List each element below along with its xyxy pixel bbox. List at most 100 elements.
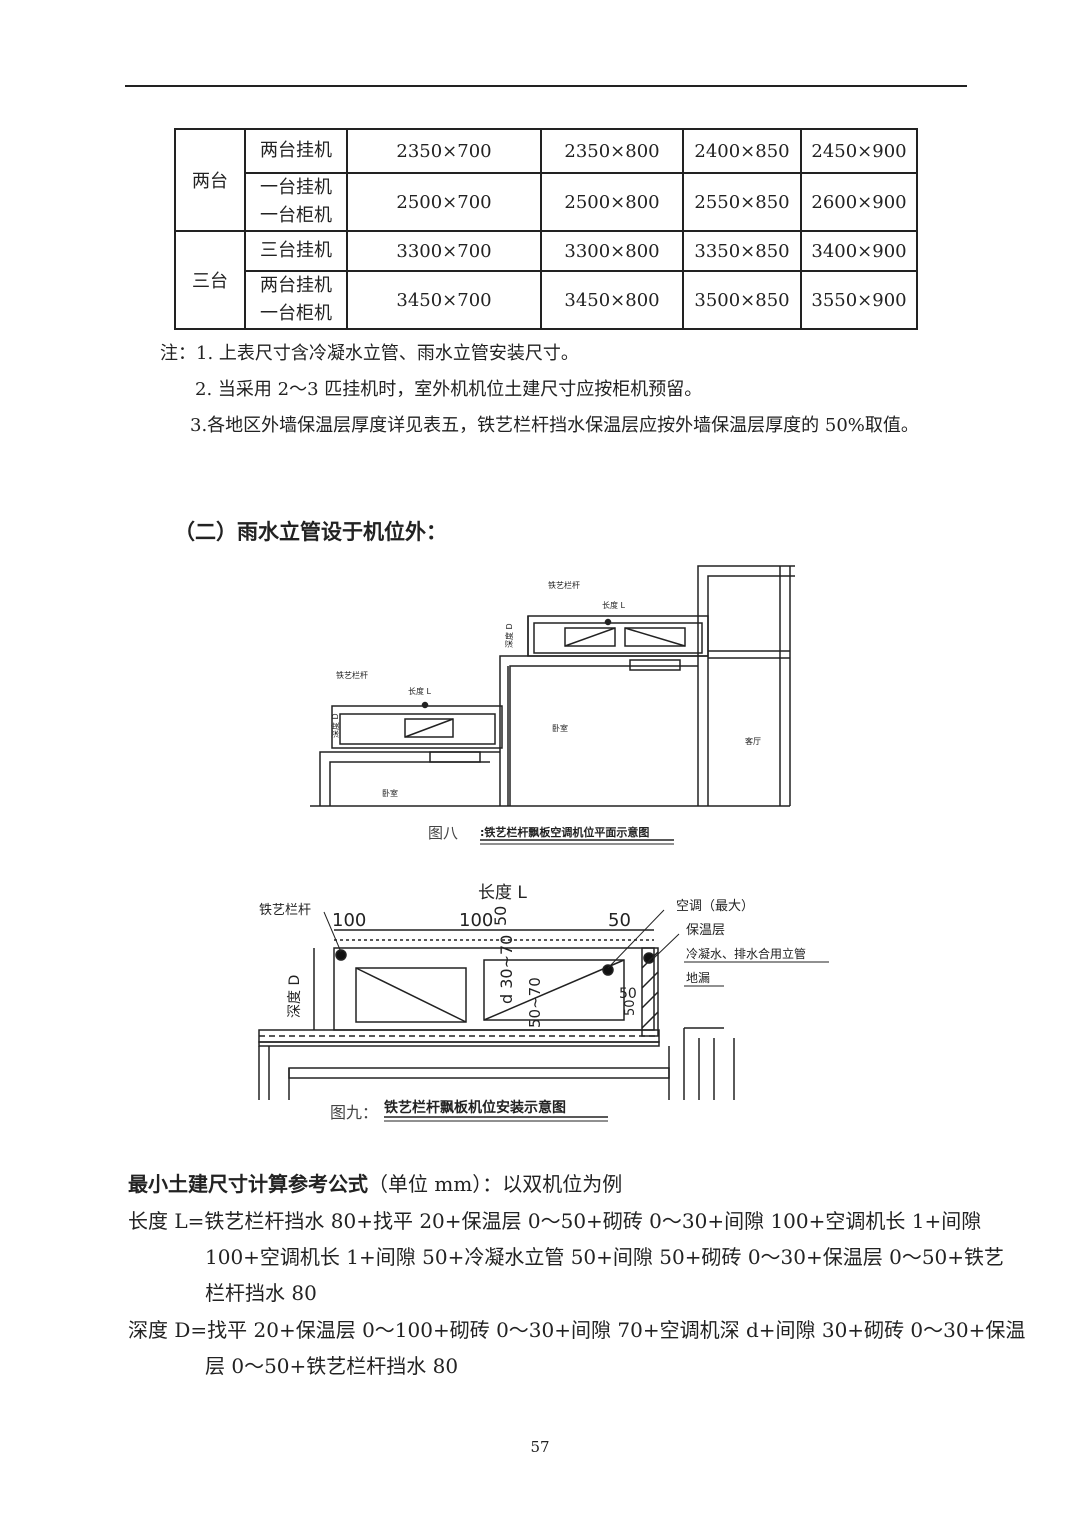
hatch <box>641 951 659 969</box>
size-cell: 2600×900 <box>800 172 918 232</box>
type-line: 一台柜机 <box>260 205 332 226</box>
dim-vertical: 50~70 <box>526 977 544 1028</box>
label-railing: 铁艺栏杆 <box>259 903 311 918</box>
type-line: 一台挂机 <box>260 177 332 198</box>
ac-unit-diagonal <box>404 718 454 738</box>
fig8-caption: :铁艺栏杆飘板空调机位平面示意图 <box>480 825 649 839</box>
label-living-room: 客厅 <box>745 736 761 746</box>
label-length-left: 长度 L <box>408 686 432 696</box>
leader-line <box>653 933 680 959</box>
dim-vertical: 50 <box>619 986 637 1002</box>
ac-unit-diagonal <box>564 627 616 647</box>
section-title: （二）雨水立管设于机位外： <box>174 519 447 544</box>
size-cell: 2400×850 <box>682 128 802 174</box>
label-pipe: 冷凝水、排水合用立管 <box>686 946 806 961</box>
formula-heading: 最小土建尺寸计算参考公式（单位 mm）：以双机位为例 <box>128 1168 622 1197</box>
fig9-caption: 铁艺栏杆飘板机位安装示意图 <box>384 1099 566 1116</box>
type-cell: 三台挂机 <box>244 230 348 272</box>
size-cell: 3350×850 <box>682 230 802 272</box>
ac-slab-outline <box>527 615 709 657</box>
header-rule <box>125 85 967 87</box>
label-depth: 深度 D <box>287 975 303 1018</box>
type-line: 两台挂机 <box>260 275 332 296</box>
note-2: 2. 当采用 2～3 匹挂机时，室外机机位土建尺寸应按柜机预留。 <box>195 379 703 400</box>
formula-line: 长度 L=铁艺栏杆挡水 80+找平 20+保温层 0～50+砌砖 0～30+间隙… <box>128 1209 982 1233</box>
dim-vertical: 50 <box>623 999 638 1016</box>
type-cell: 两台挂机 <box>244 128 348 174</box>
hatch <box>641 1011 659 1029</box>
formula-line: 深度 D=找平 20+保温层 0～100+砌砖 0～30+间隙 70+空调机深 … <box>128 1318 1026 1342</box>
size-cell: 2500×800 <box>540 172 684 232</box>
dim-50: 50 <box>491 906 510 926</box>
table-row: 两台 两台挂机 2350×700 2350×800 2400×850 2450×… <box>174 128 918 232</box>
wall-line <box>707 575 795 806</box>
page-number: 57 <box>530 1438 550 1456</box>
ac-unit <box>624 627 686 647</box>
label-length: 长度 L <box>478 883 527 903</box>
label-depth-top: 深度 D <box>504 623 514 648</box>
figure-9-section-diagram: 长度 L 铁艺栏杆 深度 D 100 100 50 50 d 30~70 50~… <box>258 883 829 1122</box>
size-cell: 3550×900 <box>800 270 918 330</box>
label-length-top: 长度 L <box>602 600 626 610</box>
formula-title: 最小土建尺寸计算参考公式 <box>128 1172 368 1196</box>
ac-unit-diagonal <box>624 627 686 647</box>
label-railing-top: 铁艺栏杆 <box>548 580 580 590</box>
size-cell: 2550×850 <box>682 172 802 232</box>
dim-50: 50 <box>608 910 631 931</box>
leader-line <box>607 909 665 969</box>
formula-line: 层 0～50+铁艺栏杆挡水 80 <box>205 1354 459 1378</box>
size-cell: 3400×900 <box>800 230 918 272</box>
label-ac-max: 空调（最大） <box>676 899 754 914</box>
dim-100: 100 <box>459 910 493 931</box>
wall-line <box>499 655 708 806</box>
formula-line: 100+空调机长 1+间隙 50+冷凝水立管 50+间隙 50+砌砖 0～30+… <box>205 1245 1005 1269</box>
note-3: 3.各地区外墙保温层厚度详见表五，铁艺栏杆挡水保温层应按外墙保温层厚度的 50%… <box>190 415 919 436</box>
hatch <box>641 971 659 989</box>
type-line: 三台挂机 <box>260 240 332 261</box>
fig8-caption-prefix: 图八 <box>428 824 458 842</box>
formula-line: 栏杆挡水 80 <box>205 1281 317 1305</box>
size-cell: 3300×800 <box>540 230 684 272</box>
table-row: 两台挂机一台柜机 3450×700 3450×800 3500×850 3550… <box>175 270 918 330</box>
formula-title-suffix: （单位 mm）：以双机位为例 <box>368 1172 623 1196</box>
lower-beam <box>288 1067 670 1079</box>
pipe-dot <box>421 701 429 709</box>
type-line: 一台柜机 <box>260 303 332 324</box>
size-cell: 2350×800 <box>540 128 684 174</box>
size-cell: 3300×700 <box>346 230 542 272</box>
table-row: 一台挂机一台柜机 2500×700 2500×800 2550×850 2600… <box>175 172 918 232</box>
size-cell: 3450×700 <box>346 270 542 330</box>
type-cell: 一台挂机一台柜机 <box>244 172 348 232</box>
leader-line <box>323 911 342 953</box>
ac-dot <box>602 964 614 976</box>
ac-slab-inner <box>339 713 496 745</box>
ac-unit <box>564 627 616 647</box>
dim-100: 100 <box>332 910 366 931</box>
group-cell: 两台 <box>174 128 246 232</box>
label-bedroom-mid: 卧室 <box>552 723 568 733</box>
ac-unit <box>355 967 467 1023</box>
type-line: 两台挂机 <box>260 140 332 161</box>
size-cell: 2500×700 <box>346 172 542 232</box>
size-cell: 3500×850 <box>682 270 802 330</box>
wall-line <box>319 751 500 806</box>
size-table: 两台 两台挂机 2350×700 2350×800 2400×850 2450×… <box>174 128 918 330</box>
note-1: 注：1. 上表尺寸含冷凝水立管、雨水立管安装尺寸。 <box>160 343 579 364</box>
type-cell: 两台挂机一台柜机 <box>244 270 348 330</box>
table-row: 三台 三台挂机 3300×700 3300×800 3350×850 3400×… <box>174 230 918 330</box>
fig9-caption-prefix: 图九： <box>330 1103 378 1122</box>
pipe-dot <box>604 618 612 626</box>
figure-8-plan-diagram: 铁艺栏杆 长度 L 深度 D 铁艺栏杆 长度 L 深度 D 卧室 卧室 客厅 图… <box>310 565 795 845</box>
ac-slab-outline <box>331 705 503 749</box>
ac-slab-inner <box>533 622 703 654</box>
ac-unit-diagonal <box>483 959 625 1021</box>
ac-unit-large <box>483 959 625 1021</box>
slab-underline <box>258 1041 660 1047</box>
railing-post <box>335 949 347 961</box>
label-bedroom-left: 卧室 <box>382 788 398 798</box>
indoor-unit <box>429 751 481 763</box>
ac-unit-diagonal <box>355 967 467 1023</box>
label-drain: 地漏 <box>686 971 710 985</box>
label-insulation: 保温层 <box>686 923 725 938</box>
label-depth-left: 深度 D <box>330 713 340 738</box>
